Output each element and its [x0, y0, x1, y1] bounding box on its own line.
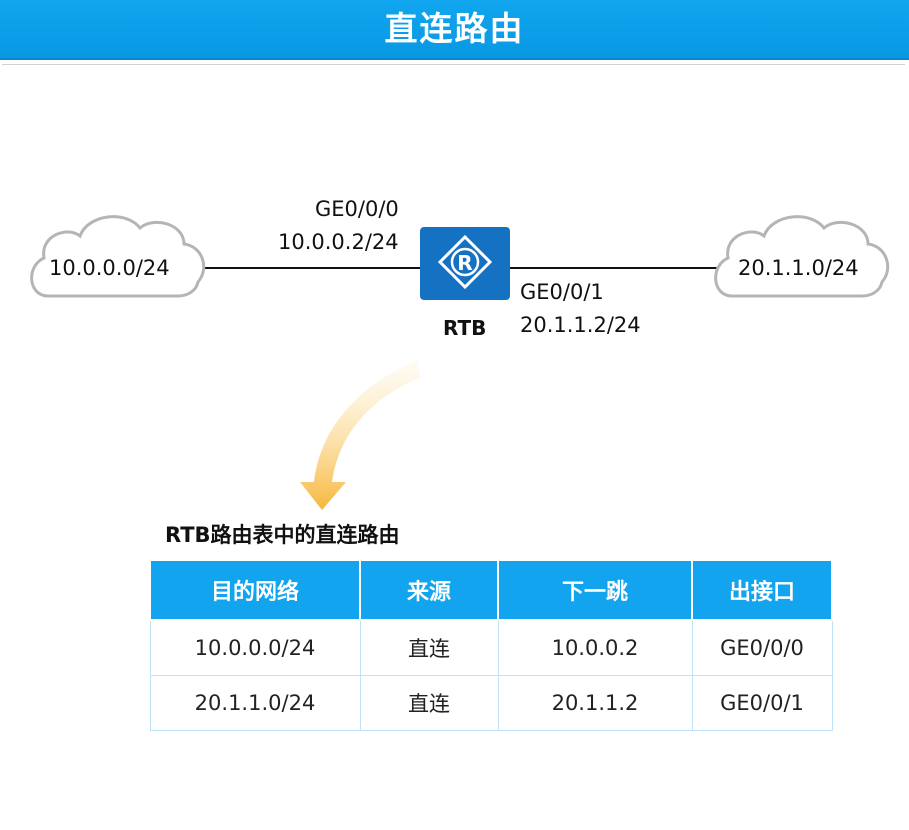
- cell-source: 直连: [359, 620, 499, 676]
- left-cloud-icon: [30, 215, 206, 298]
- cell-out-interface: GE0/0/1: [691, 675, 833, 731]
- cell-source: 直连: [359, 675, 499, 731]
- left-interface-ip: 10.0.0.2/24: [278, 230, 399, 254]
- router-icon: [420, 227, 510, 300]
- router-name: RTB: [443, 316, 487, 340]
- header-next-hop: 下一跳: [497, 559, 693, 621]
- header-source: 来源: [359, 559, 499, 621]
- cell-destination: 10.0.0.0/24: [149, 620, 361, 676]
- left-interface-name: GE0/0/0: [315, 197, 399, 221]
- routing-table: 目的网络 来源 下一跳 出接口 10.0.0.0/24 直连 10.0.0.2 …: [149, 559, 833, 731]
- header-destination: 目的网络: [149, 559, 361, 621]
- header-out-interface: 出接口: [691, 559, 833, 621]
- network-diagram: R: [30, 215, 890, 510]
- router-symbol: R: [457, 251, 472, 275]
- cell-destination: 20.1.1.0/24: [149, 675, 361, 731]
- table-title: RTB路由表中的直连路由: [165, 523, 400, 547]
- table-row: 10.0.0.0/24 直连 10.0.0.2 GE0/0/0: [149, 620, 833, 676]
- cell-out-interface: GE0/0/0: [691, 620, 833, 676]
- right-network-label: 20.1.1.0/24: [738, 256, 859, 280]
- left-network-label: 10.0.0.0/24: [49, 256, 170, 280]
- right-interface-name: GE0/0/1: [520, 280, 604, 304]
- cell-next-hop: 10.0.0.2: [497, 620, 693, 676]
- table-header-row: 目的网络 来源 下一跳 出接口: [149, 559, 833, 621]
- table-row: 20.1.1.0/24 直连 20.1.1.2 GE0/0/1: [149, 675, 833, 731]
- right-interface-ip: 20.1.1.2/24: [520, 313, 641, 337]
- title-separator: [2, 64, 905, 68]
- curved-arrow-icon: [300, 360, 420, 510]
- title-banner: [0, 0, 909, 60]
- cell-next-hop: 20.1.1.2: [497, 675, 693, 731]
- right-cloud-icon: [714, 215, 890, 298]
- page-title: 直连路由: [384, 9, 525, 48]
